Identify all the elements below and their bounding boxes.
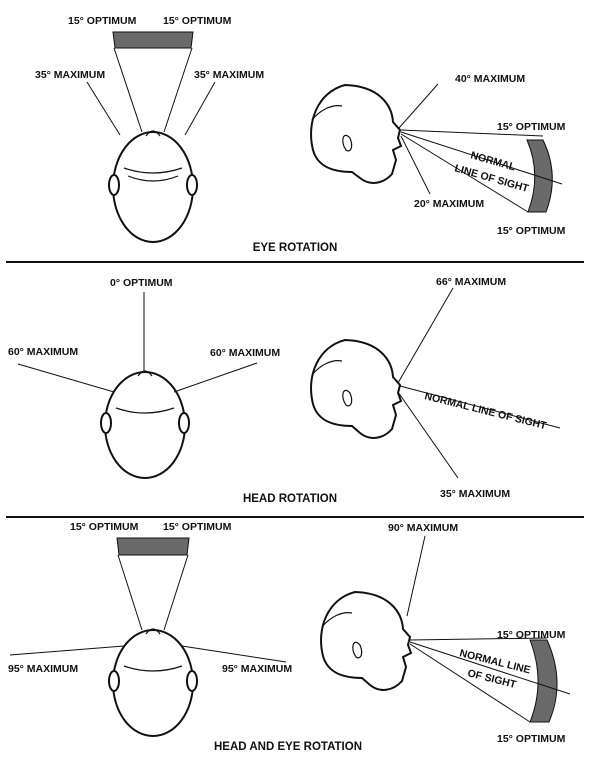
label-left-maximum-2: 60° MAXIMUM	[8, 346, 78, 358]
label-left-optimum-1: 15° OPTIMUM	[68, 15, 137, 27]
label-right-optimum-1: 15° OPTIMUM	[163, 15, 232, 27]
label-up-optimum-1: 15° OPTIMUM	[497, 121, 566, 133]
caption-head-and-eye-rotation: HEAD AND EYE ROTATION	[214, 741, 362, 753]
caption-head-rotation: HEAD ROTATION	[243, 493, 337, 505]
panel-head-rotation: 0° OPTIMUM 60° MAXIMUM 60° MAXIMUM 66° M…	[8, 276, 561, 505]
label-up-optimum-3: 15° OPTIMUM	[497, 629, 566, 641]
top-view-head-1	[108, 130, 198, 243]
top-view-head-2	[100, 370, 190, 479]
label-down-maximum-1: 20° MAXIMUM	[414, 198, 484, 210]
side-view-head-2	[310, 338, 403, 439]
label-down-optimum-1: 15° OPTIMUM	[497, 225, 566, 237]
panel-eye-rotation: 15° OPTIMUM 15° OPTIMUM 35° MAXIMUM 35° …	[35, 15, 566, 254]
optimum-band-3	[116, 537, 190, 556]
label-right-maximum-2: 60° MAXIMUM	[210, 347, 280, 359]
label-down-maximum-2: 35° MAXIMUM	[440, 488, 510, 500]
caption-eye-rotation: EYE ROTATION	[253, 242, 338, 254]
label-right-optimum-3: 15° OPTIMUM	[163, 521, 232, 533]
label-normal-line-2: NORMAL LINE OF SIGHT	[423, 390, 548, 432]
side-view-head-1	[310, 83, 403, 184]
optimum-band-1	[112, 31, 194, 49]
label-left-optimum-3: 15° OPTIMUM	[70, 521, 139, 533]
label-left-maximum-3: 95° MAXIMUM	[8, 663, 78, 675]
label-up-maximum-1: 40° MAXIMUM	[455, 73, 525, 85]
label-up-maximum-3: 90° MAXIMUM	[388, 522, 458, 534]
label-down-optimum-3: 15° OPTIMUM	[497, 733, 566, 745]
side-view-head-3	[320, 590, 413, 691]
label-up-maximum-2: 66° MAXIMUM	[436, 276, 506, 288]
panel-head-and-eye-rotation: 15° OPTIMUM 15° OPTIMUM 95° MAXIMUM 95° …	[8, 521, 571, 753]
label-right-maximum-1: 35° MAXIMUM	[194, 69, 264, 81]
label-left-maximum-1: 35° MAXIMUM	[35, 69, 105, 81]
label-right-maximum-3: 95° MAXIMUM	[222, 663, 292, 675]
top-view-head-3	[108, 628, 198, 737]
optimum-band-side-1	[526, 139, 553, 213]
optimum-band-side-3	[529, 639, 558, 723]
label-center-optimum-2: 0° OPTIMUM	[110, 277, 173, 289]
